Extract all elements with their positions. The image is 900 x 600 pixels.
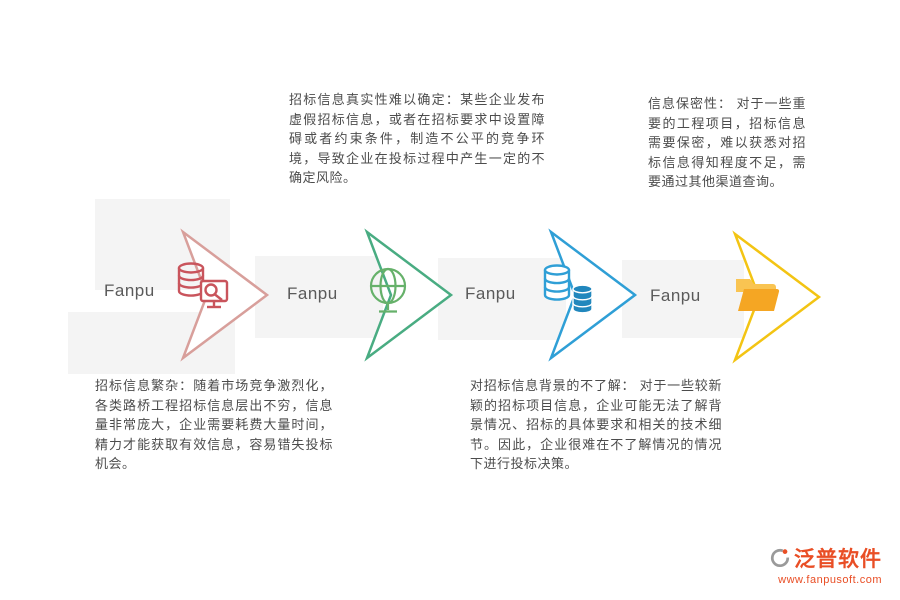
step-label: Fanpu bbox=[465, 284, 516, 303]
database-search-icon bbox=[177, 262, 229, 309]
note-secrecy: 信息保密性： 对于一些重要的工程项目，招标信息需要保密，难以获悉对招标信息得知程… bbox=[648, 96, 806, 189]
note-complexity: 招标信息繁杂：随着市场竞争激烈化，各类路桥工程招标信息层出不穷，信息量非常庞大，… bbox=[95, 378, 333, 471]
step-label: Fanpu bbox=[104, 281, 155, 300]
brand-logo: 泛普软件 www.fanpusoft.com bbox=[770, 543, 882, 586]
brand-name: 泛普软件 bbox=[794, 548, 882, 571]
step-label: Fanpu bbox=[287, 284, 338, 303]
brand-site-url: www.fanpusoft.com bbox=[778, 574, 882, 586]
note-truth: 招标信息真实性难以确定：某些企业发布虚假招标信息，或者在招标要求中设置障碍或者约… bbox=[289, 92, 545, 185]
folder-icon bbox=[736, 279, 780, 311]
globe-icon bbox=[369, 267, 407, 313]
note-background: 对招标信息背景的不了解： 对于一些较新颖的招标项目信息，企业可能无法了解背景情况… bbox=[470, 378, 722, 471]
brand-mark-icon bbox=[770, 548, 790, 568]
step-label: Fanpu bbox=[650, 286, 701, 305]
database-stack-icon bbox=[543, 264, 593, 314]
backdrop-panel bbox=[622, 260, 744, 338]
backdrop-panel bbox=[255, 256, 383, 338]
